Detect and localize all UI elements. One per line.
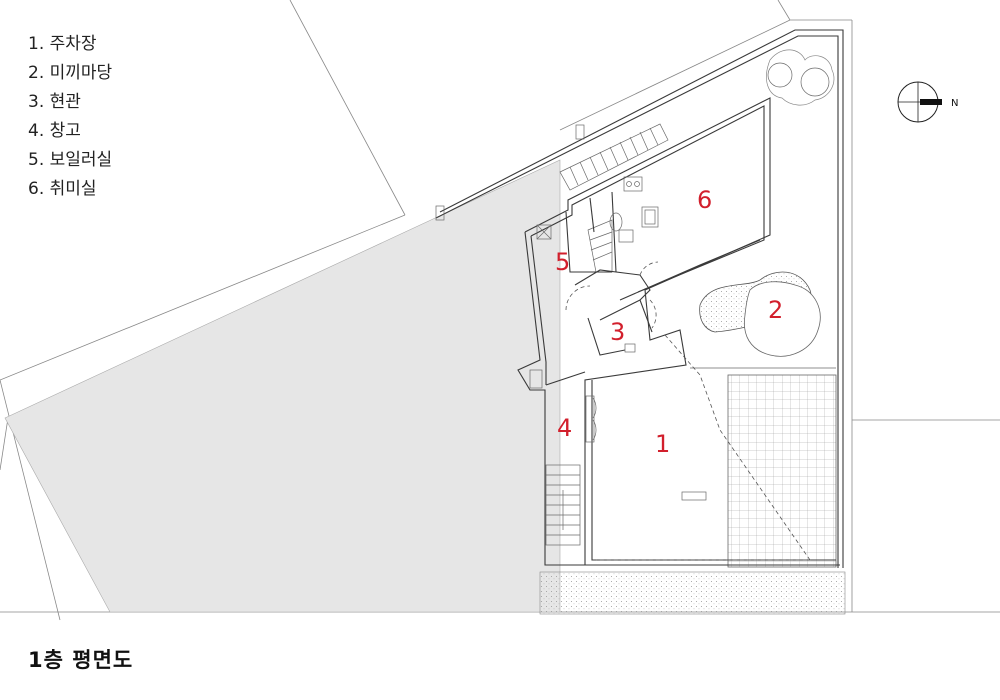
room-label-2: 2 <box>768 296 783 324</box>
stairs-lower <box>545 464 581 546</box>
interior-partitions <box>565 191 761 356</box>
dashed-slope-line <box>596 334 811 561</box>
gravel-strip <box>539 571 846 615</box>
room-label-3: 3 <box>610 318 625 346</box>
stairs-inner <box>587 219 613 273</box>
plan-title: 1층 평면도 <box>28 648 134 672</box>
boundary-wall <box>435 29 844 568</box>
legend-item: 2. 미끼마당 <box>28 63 113 83</box>
tree-canopy-icon <box>743 281 821 357</box>
legend-item: 3. 현관 <box>28 92 81 112</box>
storage-x-box <box>536 224 552 240</box>
room-label-5: 5 <box>555 248 570 276</box>
room-labels: 1 2 3 4 5 6 <box>555 186 783 458</box>
room-label-6: 6 <box>697 186 712 214</box>
garden-planting <box>699 49 835 357</box>
room-label-1: 1 <box>655 430 670 458</box>
building-walls <box>517 97 840 566</box>
stairs-upper <box>559 123 669 191</box>
legend-item: 5. 보일러실 <box>28 150 113 170</box>
room-label-4: 4 <box>557 414 572 442</box>
legend-item: 6. 취미실 <box>28 179 97 199</box>
legend-item: 4. 창고 <box>28 121 81 141</box>
compass-north-label: N <box>951 98 958 109</box>
compass-rose-icon: N <box>897 81 958 123</box>
kitchen-fixtures <box>529 176 707 501</box>
grid-paving <box>727 374 837 568</box>
tree-canopy-icon <box>766 49 835 106</box>
door-swings <box>565 261 659 443</box>
room-legend: 1. 주차장 2. 미끼마당 3. 현관 4. 창고 5. 보일러실 6. 취미… <box>28 30 112 204</box>
legend-item: 1. 주차장 <box>28 34 97 54</box>
toilet-icon <box>609 212 623 232</box>
shaded-neighbor-lot <box>4 159 561 613</box>
